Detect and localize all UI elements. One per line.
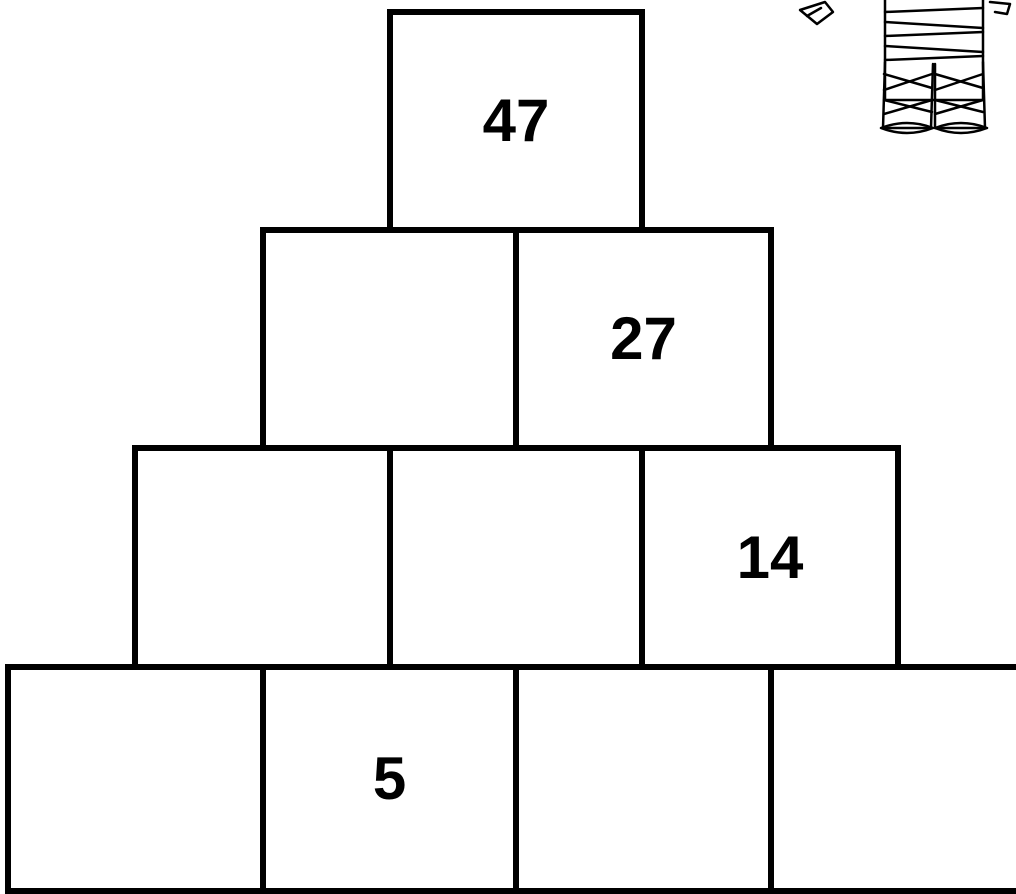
pyramid-cell-r3-c2[interactable] xyxy=(387,445,645,670)
cell-value: 27 xyxy=(610,309,677,369)
cell-value: 5 xyxy=(373,749,406,809)
mummy-icon xyxy=(795,0,1016,140)
pyramid-cell-r1-c1[interactable]: 47 xyxy=(387,9,645,233)
cell-value: 47 xyxy=(483,91,550,151)
pyramid-cell-r3-c1[interactable] xyxy=(132,445,393,670)
pyramid-cell-r4-c3[interactable] xyxy=(513,664,774,894)
pyramid-cell-r2-c2[interactable]: 27 xyxy=(513,227,774,451)
pyramid-cell-r4-c4[interactable] xyxy=(768,664,1016,894)
cell-value: 14 xyxy=(737,528,804,588)
pyramid-cell-r4-c2[interactable]: 5 xyxy=(260,664,519,894)
pyramid-cell-r3-c3[interactable]: 14 xyxy=(639,445,901,670)
pyramid-cell-r4-c1[interactable] xyxy=(5,664,266,894)
pyramid-cell-r2-c1[interactable] xyxy=(260,227,519,451)
